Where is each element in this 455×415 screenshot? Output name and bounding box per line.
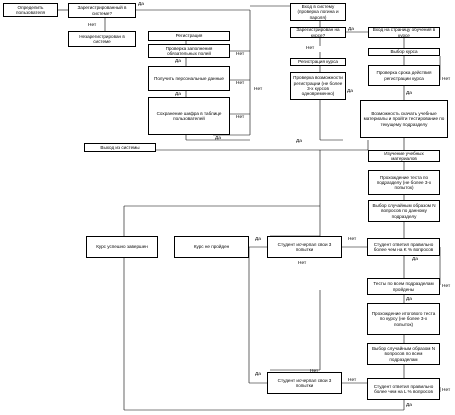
- node-random-questions-text: Выбор случайным образом N вопросов по да…: [372, 203, 436, 219]
- node-login-to-system: Вход в систему (проверка логина и пароля…: [290, 3, 346, 21]
- label-no-password: Нет: [236, 115, 245, 120]
- node-subsection-test: Прохождение теста по подразделу (не боле…: [368, 170, 440, 195]
- node-student-used-3-attempts-2: Студент исчерпал свои 3 попытки: [267, 372, 342, 394]
- node-unregistered-notice-text: Незарегистрирован в системе: [79, 33, 125, 44]
- node-download-materials-text: Возможность скачать учебные материалы и …: [363, 111, 445, 127]
- node-registered-in-system-text: Зарегистрированный в системе?: [77, 5, 127, 16]
- node-random-questions-all: Выбор случайным образом N вопросов по вс…: [367, 343, 440, 365]
- node-password-encryption-text: Сохранение шифра в таблице пользователей: [156, 110, 222, 121]
- node-registered-in-system: Зарегистрированный в системе?: [68, 3, 136, 18]
- node-personal-access-level: Получить персональные данные: [148, 66, 230, 91]
- node-exit-system-text: Выход из системы: [100, 144, 140, 150]
- node-fill-required-fields-text: Проверка заполнения обязательных полей: [165, 45, 213, 56]
- label-no-answered-k: Нет: [348, 237, 357, 242]
- node-registered-in-course-text: Зарегистрирован на курсе?: [296, 27, 340, 38]
- node-student-answered-k-text: Студент ответил правильно более чем на K…: [373, 241, 434, 252]
- node-password-encryption: Сохранение шифра в таблице пользователей: [148, 97, 230, 135]
- node-random-questions: Выбор случайным образом N вопросов по да…: [368, 200, 440, 222]
- node-student-used-3-attempts-1-text: Студент исчерпал свои 3 попытки: [277, 241, 332, 252]
- node-register-text: Регистрация: [175, 33, 203, 39]
- label-yes-answered-l: Да: [406, 403, 412, 408]
- label-no-all-passed: Нет: [442, 284, 451, 289]
- label-yes-attempts-2: Да: [255, 372, 261, 377]
- node-subsection-test-text: Прохождение теста по подразделу (не боле…: [376, 174, 432, 191]
- node-student-answered-k: Студент ответил правильно более чем на K…: [367, 238, 440, 256]
- node-all-subsections-passed: Тесты по всем подразделам пройдены: [367, 278, 440, 295]
- label-yes-course: Да: [348, 27, 354, 32]
- node-identify-user-text: Определить пользователя: [15, 4, 46, 15]
- node-unregistered-notice: Незарегистрирован в системе: [68, 31, 136, 47]
- node-course-registration: Регистрация курса: [290, 58, 346, 66]
- node-identify-user: Определить пользователя: [3, 3, 58, 17]
- label-yes-answered-k: Да: [412, 257, 418, 262]
- node-course-failed-text: Курс не пройден: [193, 244, 230, 250]
- node-course-failed: Курс не пройден: [174, 236, 249, 258]
- node-course-registration-text: Регистрация курса: [298, 59, 338, 65]
- node-register: Регистрация: [148, 31, 230, 41]
- node-registered-in-course: Зарегистрирован на курсе?: [290, 27, 346, 38]
- node-all-subsections-passed-text: Тесты по всем подразделам пройдены: [373, 281, 434, 292]
- label-no-answered-l: Нет: [348, 378, 357, 383]
- label-no-registered: Нет: [88, 23, 97, 28]
- node-enter-course-page-text: Вход на страницу обучения в курсе: [372, 27, 436, 38]
- label-no-attempts-1: Нет: [298, 261, 307, 266]
- label-no-course: Нет: [306, 46, 315, 51]
- node-final-course-test-text: Прохождение итогового теста по курсу (не…: [371, 311, 436, 327]
- label-no-period: Нет: [442, 77, 451, 82]
- label-no-personal: Нет: [236, 81, 245, 86]
- label-yes-period: Да: [406, 91, 412, 96]
- label-no-attempts-2: Нет: [310, 369, 319, 374]
- node-check-registration-period-text: Проверка срока действия регистрации курс…: [376, 70, 432, 81]
- label-no-fields: Нет: [236, 52, 245, 57]
- node-course-completed-text: Курс успешно завершен: [96, 244, 148, 250]
- node-choose-course: Выбор курса: [368, 48, 440, 56]
- node-fill-required-fields: Проверка заполнения обязательных полей: [148, 44, 230, 58]
- node-student-used-3-attempts-2-text: Студент исчерпал свои 3 попытки: [277, 377, 332, 388]
- label-no-side: Нет: [254, 87, 263, 92]
- node-study-materials: Изучение учебных материалов: [368, 150, 440, 162]
- node-exit-system: Выход из системы: [84, 143, 156, 152]
- node-student-answered-l: Студент ответил правильно более чем на L…: [367, 378, 440, 400]
- label-yes-fields: Да: [175, 59, 181, 64]
- node-check-course-requirements-text: Проверка возможности регистрации (не бол…: [293, 75, 343, 97]
- node-check-course-requirements: Проверка возможности регистрации (не бол…: [290, 72, 346, 100]
- label-yes-registered: Да: [138, 2, 144, 7]
- label-yes-requirements: Да: [347, 89, 353, 94]
- node-login-to-system-text: Вход в систему (проверка логина и пароля…: [297, 4, 339, 20]
- label-no-answered-l-side: Нет: [442, 388, 451, 393]
- node-student-used-3-attempts-1: Студент исчерпал свои 3 попытки: [267, 236, 342, 258]
- node-final-course-test: Прохождение итогового теста по курсу (не…: [367, 303, 440, 335]
- label-yes-personal: Да: [175, 92, 181, 97]
- node-course-completed: Курс успешно завершен: [86, 236, 158, 258]
- node-choose-course-text: Выбор курса: [390, 49, 418, 55]
- label-yes-all-passed: Да: [406, 297, 412, 302]
- label-yes-requirements-2: Да: [296, 139, 302, 144]
- node-enter-course-page: Вход на страницу обучения в курсе: [368, 27, 440, 38]
- node-student-answered-l-text: Студент ответил правильно более чем на L…: [373, 383, 434, 394]
- node-check-registration-period: Проверка срока действия регистрации курс…: [368, 65, 440, 86]
- node-personal-access-level-text: Получить персональные данные: [154, 75, 224, 81]
- label-yes-attempts-1: Да: [255, 237, 261, 242]
- label-yes-password: Да: [215, 136, 221, 141]
- node-study-materials-text: Изучение учебных материалов: [384, 150, 424, 161]
- node-random-questions-all-text: Выбор случайным образом N вопросов по вс…: [371, 346, 436, 362]
- node-download-materials: Возможность скачать учебные материалы и …: [360, 100, 448, 138]
